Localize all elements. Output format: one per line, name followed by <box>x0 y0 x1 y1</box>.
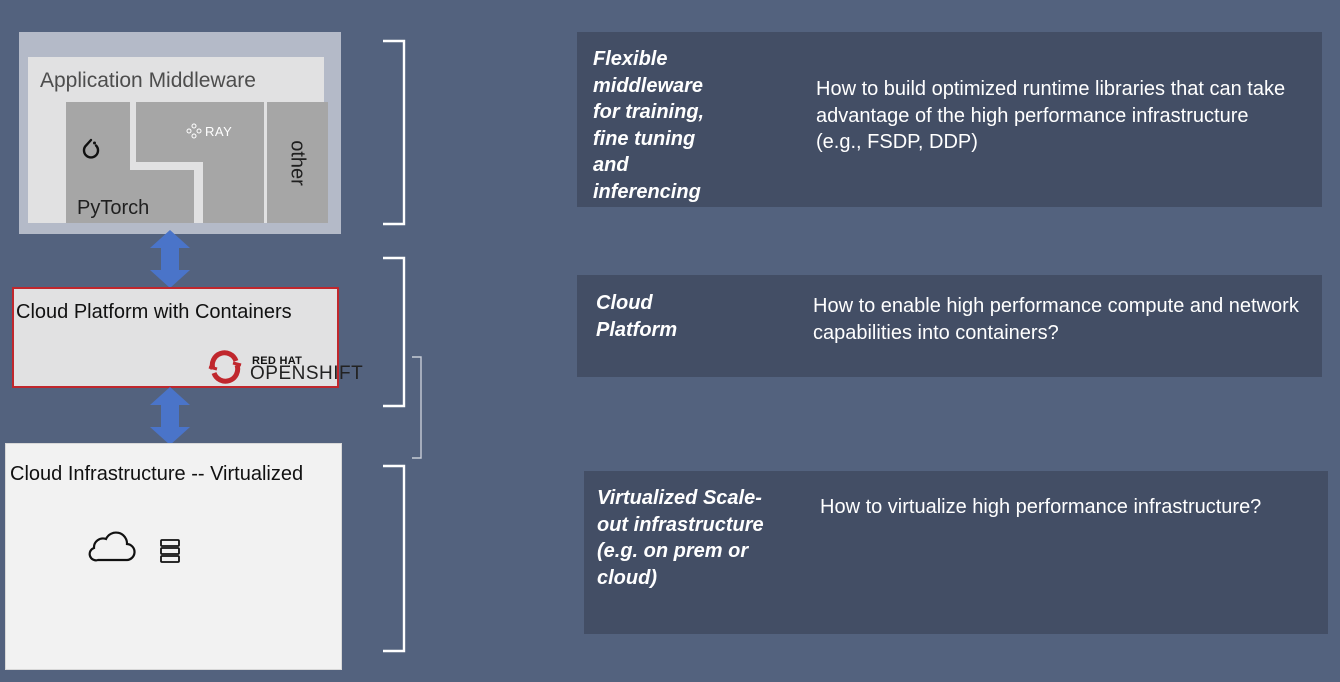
brace-platform-infra <box>412 356 422 459</box>
double-arrow-icon <box>150 387 190 445</box>
brace-infrastructure <box>383 464 406 653</box>
card-middleware-label: Flexible middleware for training, fine t… <box>593 48 705 203</box>
ray-block <box>136 102 264 162</box>
card-platform-label: Cloud Platform <box>596 292 678 341</box>
cloud-platform-layer <box>12 287 339 388</box>
infrastructure-title: Cloud Infrastructure -- Virtualized <box>10 463 304 485</box>
cloud-platform-title: Cloud Platform with Containers <box>16 301 292 323</box>
ray-block-lower <box>203 160 264 223</box>
pytorch-icon <box>82 138 100 159</box>
server-icon <box>160 539 180 563</box>
pytorch-label: PyTorch <box>77 197 150 219</box>
brace-platform <box>383 256 406 408</box>
ray-label: RAY <box>205 124 233 139</box>
brace-middleware <box>383 39 406 226</box>
card-middleware <box>577 32 1322 207</box>
card-platform <box>577 275 1322 377</box>
openshift-logo-redhat: RED HAT <box>252 355 303 367</box>
openshift-logo <box>208 350 242 384</box>
middleware-title: Application Middleware <box>40 69 256 92</box>
card-platform-description: How to enable high performance compute a… <box>813 295 1299 344</box>
card-infrastructure-label: Virtualized Scale-out infrastructure (e.… <box>597 487 764 589</box>
cloud-icon <box>88 531 136 562</box>
pytorch-block-base <box>66 170 194 223</box>
double-arrow-icon <box>150 230 190 288</box>
card-infrastructure <box>584 471 1328 634</box>
card-middleware-description: How to build optimized runtime libraries… <box>816 78 1286 153</box>
openshift-logo-text: OPENSHIFT <box>250 363 364 384</box>
card-infrastructure-description: How to virtualize high performance infra… <box>820 496 1262 518</box>
ray-icon <box>186 123 202 139</box>
other-block <box>267 102 328 223</box>
